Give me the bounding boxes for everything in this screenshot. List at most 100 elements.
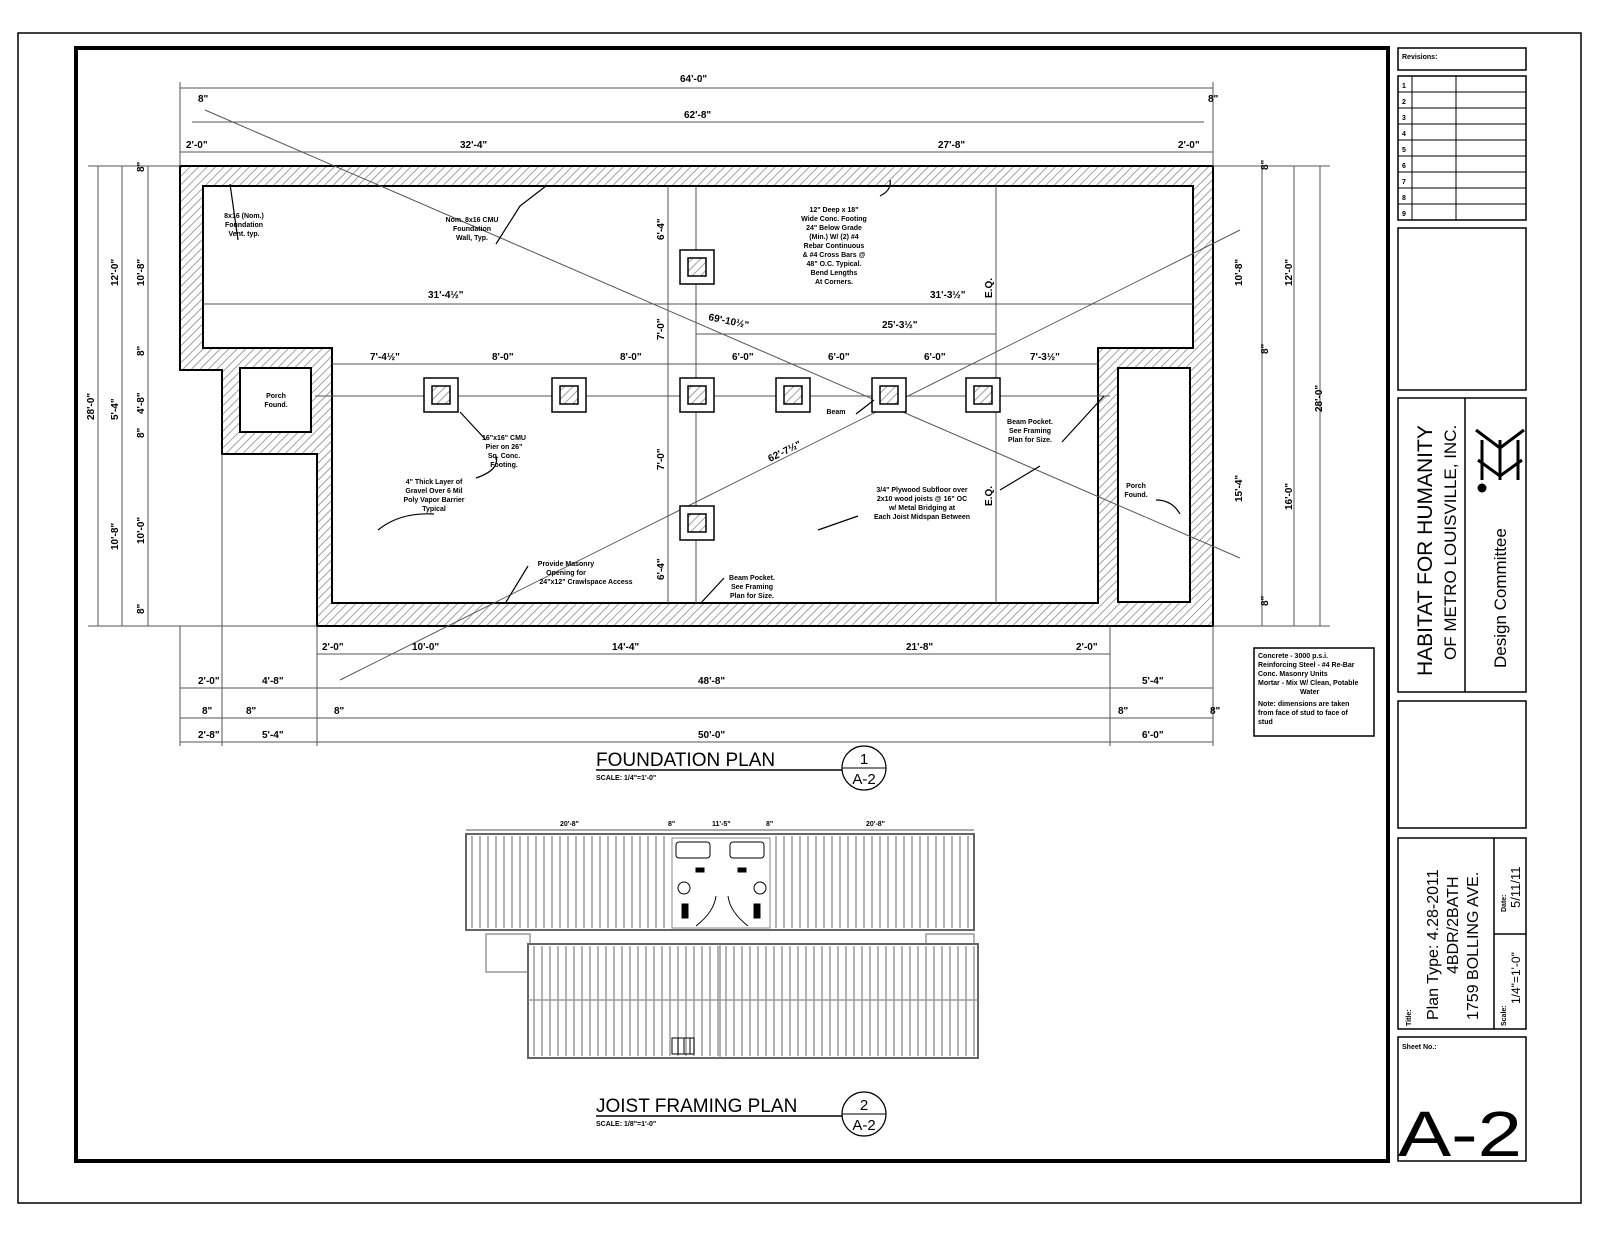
svg-text:Concrete - 3000 p.s.i.: Concrete - 3000 p.s.i. <box>1258 653 1328 660</box>
svg-text:At Corners.: At Corners. <box>815 279 853 286</box>
dim-bot4-2-8: 2'-8" <box>198 730 220 741</box>
svg-text:(Min.) W/ (2) #4: (Min.) W/ (2) #4 <box>809 234 858 241</box>
dim-bay-3: 8'-0" <box>620 352 642 363</box>
piers <box>423 249 1001 541</box>
svg-text:See Framing: See Framing <box>1009 428 1051 435</box>
company-subname: OF METRO LOUISVILLE, INC. <box>1441 425 1460 660</box>
dim-bot1-2: 2'-0" <box>322 642 344 653</box>
dim-bot3-c: 8" <box>334 706 345 717</box>
joist-title: JOIST FRAMING PLAN <box>596 1096 797 1117</box>
dim-left-28: 28'-0" <box>86 393 97 420</box>
plan-type: Plan Type: 4.28-2011 <box>1425 869 1442 1020</box>
rev-1: 1 <box>1402 83 1406 90</box>
dim-left-8-4: 8" <box>136 603 147 614</box>
joist-framing-plan: 20'-8" 8" 11'-5" 8" 20'-8" <box>465 821 979 1059</box>
dim-top-8-left: 8" <box>198 94 209 105</box>
blank-panel-1 <box>1397 227 1527 391</box>
dim-bot1-21: 21'-8" <box>906 642 933 653</box>
dim-bot1-10: 10'-0" <box>412 642 439 653</box>
rev-4: 4 <box>1402 131 1406 138</box>
note-footing: 12" Deep x 18" Wide Conc. Footing 24" Be… <box>801 207 867 286</box>
company-name: HABITAT FOR HUMANITY <box>1414 425 1437 676</box>
revisions-block: Revisions: 1 2 3 4 5 6 7 8 9 <box>1397 47 1527 221</box>
dim-bot1-14: 14'-4" <box>612 642 639 653</box>
foundation-title: FOUNDATION PLAN <box>596 750 775 771</box>
dim-left-10-8: 10'-8" <box>136 259 147 286</box>
svg-text:Reinforcing Steel - #4 Re-Bar: Reinforcing Steel - #4 Re-Bar <box>1258 662 1355 669</box>
dim-right-12: 12'-0" <box>1284 259 1295 286</box>
svg-text:Mortar - Mix W/ Clean, Potable: Mortar - Mix W/ Clean, Potable <box>1258 680 1358 687</box>
svg-text:2x10 wood joists @ 16" OC: 2x10 wood joists @ 16" OC <box>877 496 967 503</box>
rev-5: 5 <box>1402 147 1406 154</box>
drawing-frame <box>74 46 1390 1163</box>
svg-text:stud: stud <box>1258 719 1273 726</box>
note-masonry-opening: Provide Masonry Opening for 24"x12" Craw… <box>538 561 633 586</box>
svg-text:Nom. 8x16 CMU: Nom. 8x16 CMU <box>446 217 499 224</box>
svg-text:24"x12" Crawlspace Access: 24"x12" Crawlspace Access <box>539 579 632 586</box>
note-vapor-barrier: 4" Thick Layer of Gravel Over 6 Mil Poly… <box>403 479 464 513</box>
dim-top-27ft: 27'-8" <box>938 140 965 151</box>
dim-bot4-50: 50'-0" <box>698 730 725 741</box>
dim-inner-width: 62'-8" <box>684 110 711 121</box>
dim-left-10-8b: 10'-8" <box>110 523 121 550</box>
svg-text:Typical: Typical <box>422 506 446 513</box>
dim-left-5-4: 5'-4" <box>110 398 121 420</box>
svg-text:Sq. Conc.: Sq. Conc. <box>488 453 520 460</box>
dim-bot2-5-4: 5'-4" <box>1142 676 1164 687</box>
title-label: Title: <box>1406 1009 1413 1026</box>
dim-vert-3: 7'-0" <box>656 448 667 470</box>
svg-text:20'-8": 20'-8" <box>560 821 579 828</box>
date-label: Date: <box>1501 894 1508 912</box>
svg-text:8": 8" <box>766 821 773 828</box>
svg-text:Plan for Size.: Plan for Size. <box>730 593 774 600</box>
svg-text:3/4" Plywood Subfloor over: 3/4" Plywood Subfloor over <box>876 487 967 494</box>
dim-bot3-d: 8" <box>1118 706 1129 717</box>
outer-border <box>17 32 1582 1204</box>
svg-text:48" O.C. Typical.: 48" O.C. Typical. <box>807 261 862 268</box>
dim-bot2-4-8: 4'-8" <box>262 676 284 687</box>
note-subfloor: 3/4" Plywood Subfloor over 2x10 wood joi… <box>874 487 970 521</box>
rev-9: 9 <box>1402 211 1406 218</box>
dim-right-15-4: 15'-4" <box>1234 475 1245 502</box>
dim-vert-1: 6'-4" <box>656 218 667 240</box>
joist-bubble-sheet: A-2 <box>852 1117 875 1134</box>
dim-vert-2: 7'-0" <box>656 318 667 340</box>
habitat-logo <box>1475 428 1525 493</box>
dim-bay-1: 7'-4½" <box>370 352 400 363</box>
revisions-label: Revisions: <box>1402 54 1437 61</box>
dim-left-8-1: 8" <box>136 161 147 172</box>
foundation-bubble-sheet: A-2 <box>852 771 875 788</box>
dim-top-8-right: 8" <box>1208 94 1219 105</box>
note-beam-pocket-2: Beam Pocket. See Framing Plan for Size. <box>729 575 775 600</box>
svg-text:Poly Vapor Barrier: Poly Vapor Barrier <box>403 497 464 504</box>
spec-notes-box: Concrete - 3000 p.s.i. Reinforcing Steel… <box>1253 647 1375 737</box>
dim-bay-5: 6'-0" <box>828 352 850 363</box>
dim-bot4-6: 6'-0" <box>1142 730 1164 741</box>
note-porch-right: Porch Found. <box>1124 483 1147 499</box>
sheet-number: A-2 <box>1398 1098 1522 1170</box>
leader-lines <box>229 179 1181 605</box>
blank-panel-2 <box>1397 700 1527 829</box>
rev-8: 8 <box>1402 195 1406 202</box>
dim-bot3-e: 8" <box>1210 706 1221 717</box>
svg-text:16"x16" CMU: 16"x16" CMU <box>482 435 526 442</box>
scale-value: 1/4"=1'-0" <box>1509 952 1523 1004</box>
svg-text:Note: dimensions are taken: Note: dimensions are taken <box>1258 701 1349 708</box>
company-panel: HABITAT FOR HUMANITY OF METRO LOUISVILLE… <box>1397 397 1527 693</box>
svg-text:Each Joist Midspan Between: Each Joist Midspan Between <box>874 514 970 521</box>
dim-bot3-a: 8" <box>202 706 213 717</box>
scale-label: Scale: <box>1501 1005 1508 1026</box>
svg-text:Vent. typ.: Vent. typ. <box>228 231 259 238</box>
svg-text:Found.: Found. <box>264 402 287 409</box>
dim-left-10: 10'-0" <box>136 517 147 544</box>
bed-bath: 4BDR/2BATH <box>1445 876 1462 974</box>
dim-inner-31-right: 31'-3½" <box>930 290 966 301</box>
svg-text:Bend Lengths: Bend Lengths <box>811 270 858 277</box>
svg-text:Beam: Beam <box>826 409 845 416</box>
dimension-lines <box>88 82 1330 746</box>
title-panel: Title: Plan Type: 4.28-2011 4BDR/2BATH 1… <box>1397 837 1527 1030</box>
bathroom-fixtures <box>675 841 767 927</box>
svg-text:Conc. Masonry Units: Conc. Masonry Units <box>1258 671 1328 678</box>
dim-bay-7: 7'-3½" <box>1030 352 1060 363</box>
